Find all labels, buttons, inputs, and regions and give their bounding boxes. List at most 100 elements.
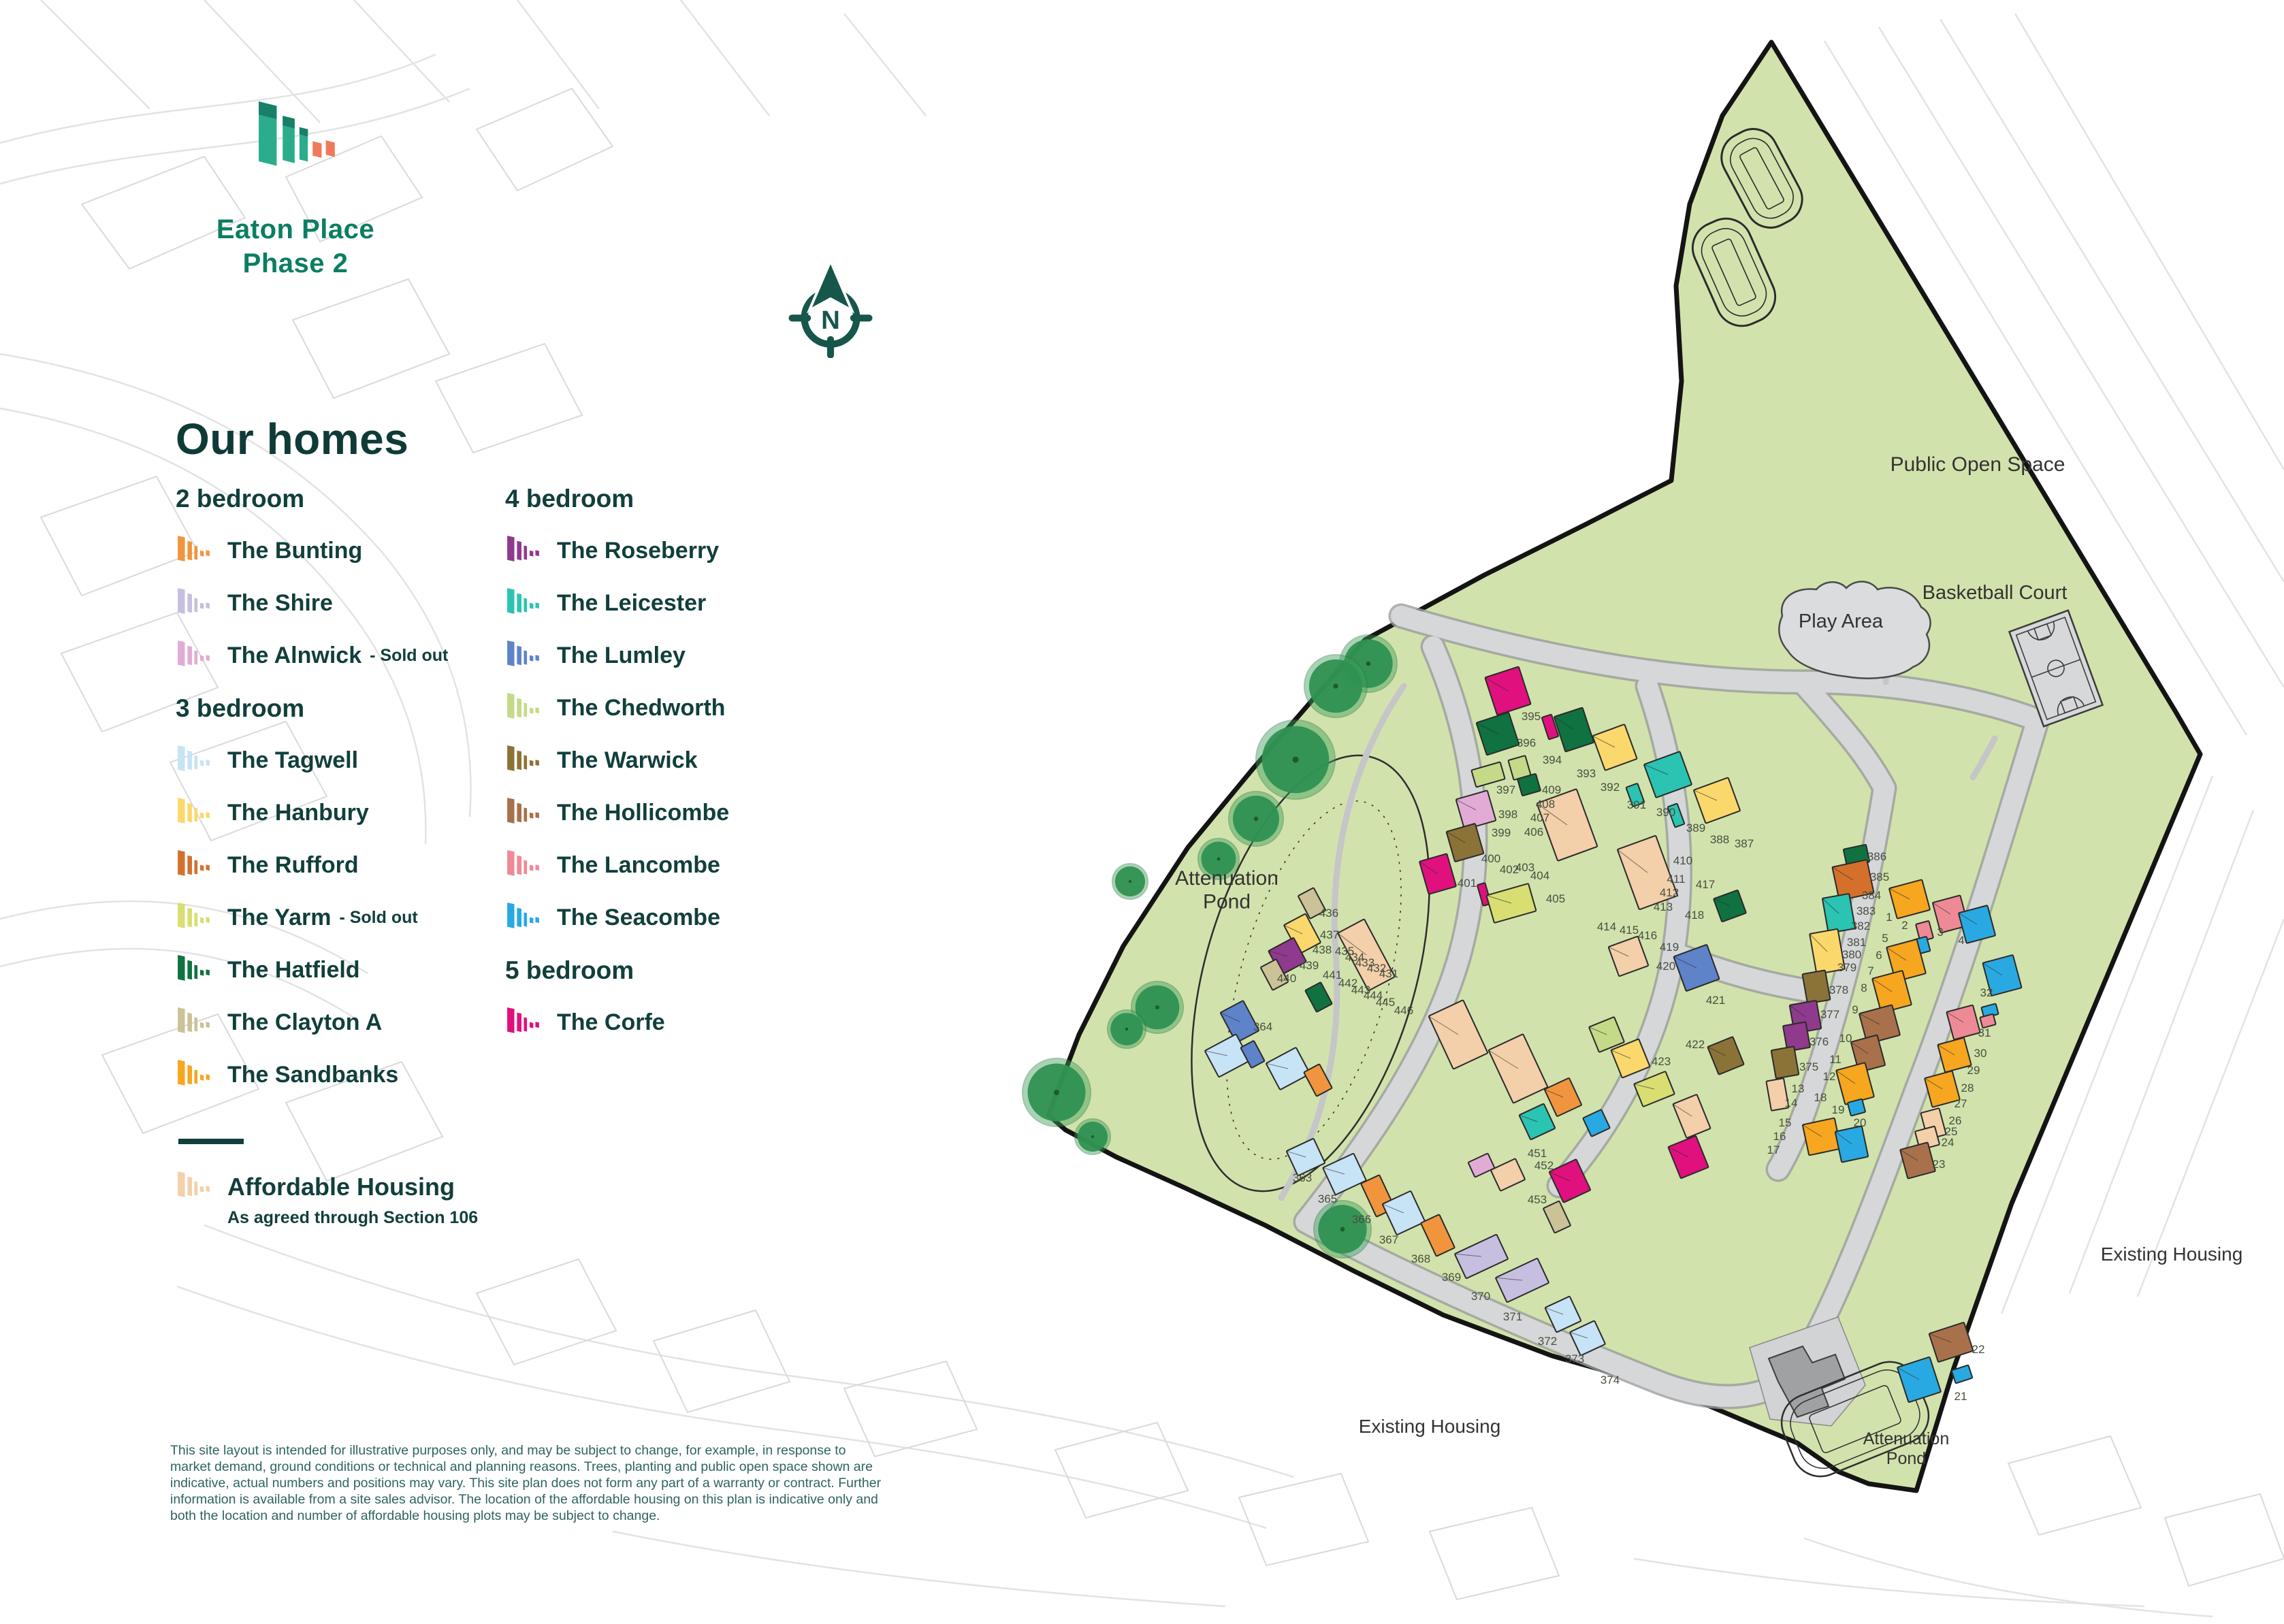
plot-number: 13 <box>1792 1082 1805 1095</box>
plot-number: 443 <box>1351 984 1370 996</box>
house-plot-clayton <box>1260 958 1289 991</box>
house-type-icon <box>176 1005 215 1041</box>
house-plot-rufford <box>1831 859 1875 901</box>
plot-number: 415 <box>1620 924 1639 937</box>
house-type-name: The Leicester <box>557 590 707 616</box>
plot-number: 26 <box>1949 1114 1962 1127</box>
development-title-line2: Phase 2 <box>242 248 349 278</box>
plot-number: 420 <box>1656 960 1675 973</box>
plot-number: 5 <box>1882 932 1888 945</box>
house-plot-hanbury <box>1610 1038 1651 1079</box>
house-plot-tagwell <box>1569 1320 1606 1357</box>
house-type-name: The Roseberry <box>557 538 720 564</box>
plot-number: 408 <box>1536 798 1555 811</box>
house-plot-sandbanks <box>1888 879 1931 920</box>
plot-number: 18 <box>1814 1091 1827 1104</box>
house-plot-tagwell <box>1286 1138 1325 1176</box>
plot-number: 14 <box>1785 1097 1798 1109</box>
plot-number: 365 <box>1318 1192 1337 1205</box>
house-plot-alnwick <box>1455 790 1497 830</box>
house-plot-sandbanks <box>1886 939 1927 982</box>
plot-number: 400 <box>1481 852 1500 865</box>
house-type-icon <box>505 795 545 832</box>
house-plot-lancombe <box>1979 1013 1997 1028</box>
house-plot-lumley <box>1240 1040 1266 1069</box>
house-plot-seacombe <box>1582 1109 1611 1137</box>
house-plot-warwick <box>1801 969 1831 1005</box>
plot-number: 377 <box>1820 1008 1839 1021</box>
map-label-existing-housing: Existing Housing <box>1359 1416 1501 1437</box>
plot-number: 366 <box>1352 1213 1371 1226</box>
house-plot-affordable <box>1428 999 1489 1070</box>
house-plot-warwick <box>1707 1036 1745 1075</box>
plot-number: 440 <box>1277 972 1296 985</box>
tree <box>1304 654 1368 718</box>
house-plot-seacombe <box>1897 1356 1942 1403</box>
house-plot-hatfield <box>1713 890 1747 922</box>
legend-heading: Our homes <box>176 415 409 464</box>
house-plot-sandbanks <box>1802 1117 1841 1156</box>
house-plot-roseberry <box>1782 1021 1811 1052</box>
plot-number: 11 <box>1829 1053 1841 1066</box>
house-type-name: The Chedworth <box>557 695 726 721</box>
house-plot-hollicombe <box>1899 1141 1936 1180</box>
house-plot-corfe <box>1667 1135 1709 1179</box>
legend-divider <box>178 1139 244 1144</box>
plot-number: 385 <box>1870 871 1889 883</box>
plot-number: 402 <box>1500 863 1519 876</box>
legend-item-the-chedworth: The Chedworth <box>505 682 805 734</box>
plot-number: 369 <box>1442 1271 1461 1284</box>
house-plot-chedworth <box>1470 761 1506 788</box>
plot-number: 451 <box>1528 1147 1547 1160</box>
plot-number: 2 <box>1901 919 1908 932</box>
plot-number: 401 <box>1458 877 1477 890</box>
plot-number: 21 <box>1955 1390 1967 1403</box>
house-plot-tagwell <box>1266 1047 1310 1090</box>
plot-number: 431 <box>1379 967 1398 980</box>
house-type-icon <box>505 900 545 937</box>
house-plot-hollicombe <box>1859 1004 1901 1045</box>
plot-number: 380 <box>1842 948 1861 961</box>
house-plot-affordable <box>1536 788 1598 862</box>
house-plot-seacombe <box>1834 1125 1869 1163</box>
legend-item-the-clayton-a: The Clayton A <box>176 996 489 1049</box>
house-plot-bunting <box>1420 1214 1455 1257</box>
plot-number: 16 <box>1773 1130 1786 1143</box>
info-panel: Eaton Place Phase 2 N Our homes 2 bedroo… <box>0 0 953 1624</box>
plot-number: 438 <box>1313 943 1332 956</box>
legend-item-the-hanbury: The Hanbury <box>176 787 489 839</box>
house-type-name: The Lancombe <box>557 852 720 878</box>
plot-number: 416 <box>1638 929 1657 942</box>
house-plot-corfe <box>1541 713 1559 741</box>
plot-number: 374 <box>1601 1374 1620 1386</box>
tree <box>1255 719 1336 800</box>
plot-number: 382 <box>1851 920 1870 932</box>
house-plots <box>1204 666 2023 1403</box>
plot-number: 421 <box>1706 994 1725 1007</box>
house-plot-yarm <box>1633 1071 1675 1107</box>
landscape-mound <box>1691 128 1803 327</box>
plot-number: 364 <box>1253 1020 1272 1033</box>
tree <box>1228 791 1284 847</box>
sold-out-note: - Sold out <box>339 908 418 927</box>
attenuation-pond-west <box>1191 754 1430 1192</box>
house-plot-affordable <box>1337 918 1396 992</box>
plot-number: 371 <box>1503 1310 1522 1323</box>
house-plot-sandbanks <box>1937 1037 1972 1073</box>
plot-number: 414 <box>1597 920 1616 933</box>
plot-number: 409 <box>1542 783 1561 796</box>
house-plot-tagwell <box>1322 1152 1367 1196</box>
plot-number: 404 <box>1530 869 1549 882</box>
house-plot-hatfield <box>1304 981 1333 1013</box>
house-type-icon <box>176 585 215 622</box>
plot-number: 19 <box>1832 1103 1845 1116</box>
house-type-name: The Clayton A <box>227 1009 383 1035</box>
plot-number: 25 <box>1945 1125 1958 1138</box>
house-plot-clayton <box>1298 887 1326 920</box>
house-plot-leicester <box>1643 751 1692 798</box>
house-type-icon <box>505 847 545 884</box>
